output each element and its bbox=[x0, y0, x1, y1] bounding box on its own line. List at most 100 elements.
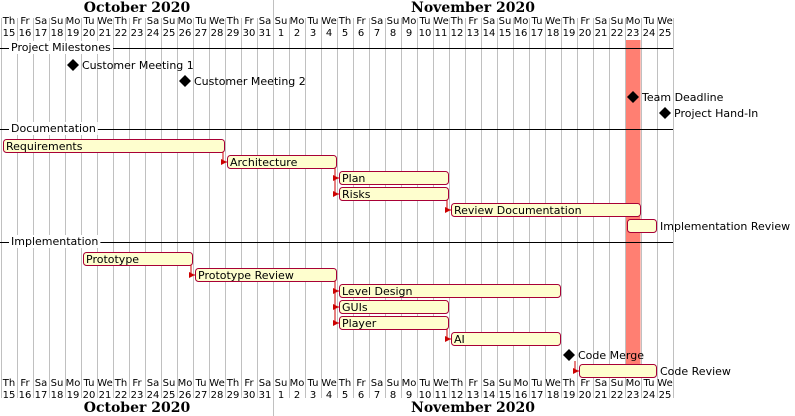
day-number-label: 24 bbox=[147, 28, 160, 39]
day-number-label: 25 bbox=[163, 28, 176, 39]
weekday-label: Su bbox=[163, 378, 176, 389]
milestone-diamond bbox=[179, 75, 191, 87]
day-number-label: 15 bbox=[499, 390, 512, 401]
day-number-label: 3 bbox=[310, 28, 316, 39]
task-bar bbox=[451, 203, 641, 217]
weekday-label: Sa bbox=[483, 16, 495, 27]
weekday-label: Sa bbox=[371, 16, 383, 27]
day-number-label: 22 bbox=[115, 28, 128, 39]
day-number-label: 27 bbox=[195, 390, 208, 401]
weekday-label: Su bbox=[275, 378, 288, 389]
section-label-backdrop bbox=[9, 122, 98, 135]
milestone-diamond bbox=[659, 107, 671, 119]
day-number-label: 10 bbox=[419, 390, 432, 401]
weekday-label: Sa bbox=[595, 378, 607, 389]
day-number-label: 7 bbox=[374, 28, 380, 39]
dependency-arrow bbox=[445, 200, 451, 213]
weekday-label: Th bbox=[114, 16, 127, 27]
dependency-arrow bbox=[189, 265, 195, 278]
task-bar bbox=[339, 187, 449, 201]
month-label-top: November 2020 bbox=[411, 0, 535, 16]
milestone-label: Code Merge bbox=[578, 349, 644, 362]
day-number-label: 28 bbox=[211, 390, 224, 401]
day-number-label: 20 bbox=[83, 28, 96, 39]
day-number-label: 24 bbox=[643, 390, 656, 401]
day-number-label: 28 bbox=[211, 28, 224, 39]
task-label: GUIs bbox=[342, 301, 368, 314]
day-number-label: 17 bbox=[531, 390, 544, 401]
weekday-label: Sa bbox=[147, 378, 159, 389]
day-number-label: 12 bbox=[451, 390, 464, 401]
task-label: Level Design bbox=[342, 285, 413, 298]
weekday-label: Th bbox=[226, 16, 239, 27]
task-label: Review Documentation bbox=[454, 204, 582, 217]
day-number-label: 17 bbox=[35, 390, 48, 401]
day-number-label: 23 bbox=[131, 28, 144, 39]
day-number-label: 11 bbox=[435, 28, 448, 39]
weekday-label: Tu bbox=[643, 378, 655, 389]
weekday-label: Tu bbox=[531, 16, 543, 27]
weekday-label: Mo bbox=[66, 378, 81, 389]
day-number-label: 12 bbox=[451, 28, 464, 39]
day-number-label: 27 bbox=[195, 28, 208, 39]
weekday-label: Mo bbox=[178, 16, 193, 27]
weekday-label: Tu bbox=[419, 16, 431, 27]
weekday-label: Sa bbox=[35, 378, 47, 389]
dependency-arrow bbox=[221, 152, 227, 165]
day-number-label: 4 bbox=[326, 28, 332, 39]
day-number-label: 21 bbox=[595, 28, 608, 39]
weekday-label: Sa bbox=[259, 16, 271, 27]
day-number-label: 26 bbox=[179, 28, 192, 39]
weekday-label: Sa bbox=[259, 378, 271, 389]
weekday-label: Su bbox=[163, 16, 176, 27]
day-number-label: 2 bbox=[294, 390, 300, 401]
day-number-label: 14 bbox=[483, 390, 496, 401]
day-number-label: 13 bbox=[467, 390, 480, 401]
section-label-backdrop bbox=[9, 41, 114, 54]
day-number-label: 19 bbox=[563, 390, 576, 401]
weekday-label: Sa bbox=[35, 16, 47, 27]
day-number-label: 19 bbox=[67, 390, 80, 401]
day-number-label: 22 bbox=[115, 390, 128, 401]
day-number-label: 31 bbox=[259, 390, 272, 401]
day-number-label: 21 bbox=[99, 28, 112, 39]
weekday-label: Mo bbox=[66, 16, 81, 27]
month-label-top: October 2020 bbox=[84, 0, 191, 16]
weekday-label: Tu bbox=[195, 16, 207, 27]
day-number-label: 17 bbox=[531, 28, 544, 39]
day-number-label: 16 bbox=[19, 390, 32, 401]
weekday-label: Fr bbox=[20, 16, 30, 27]
day-number-label: 6 bbox=[358, 390, 364, 401]
day-number-label: 29 bbox=[227, 28, 240, 39]
day-number-label: 19 bbox=[67, 28, 80, 39]
day-number-label: 16 bbox=[19, 28, 32, 39]
day-number-label: 16 bbox=[515, 28, 528, 39]
weekday-label: Mo bbox=[178, 378, 193, 389]
task-bar bbox=[339, 316, 449, 330]
day-number-label: 7 bbox=[374, 390, 380, 401]
section-label: Documentation bbox=[11, 122, 96, 135]
task-bar bbox=[195, 268, 337, 282]
day-number-label: 5 bbox=[342, 390, 348, 401]
milestone-diamond bbox=[627, 91, 639, 103]
day-number-label: 22 bbox=[611, 390, 624, 401]
day-number-label: 20 bbox=[83, 390, 96, 401]
weekday-label: Fr bbox=[468, 16, 478, 27]
day-number-label: 21 bbox=[595, 390, 608, 401]
weekday-label: We bbox=[657, 16, 672, 27]
day-number-label: 2 bbox=[294, 28, 300, 39]
weekday-label: Fr bbox=[244, 16, 254, 27]
day-number-label: 8 bbox=[390, 390, 396, 401]
weekday-label: Su bbox=[611, 378, 624, 389]
day-number-label: 22 bbox=[611, 28, 624, 39]
day-number-label: 10 bbox=[419, 28, 432, 39]
weekday-label: We bbox=[433, 378, 448, 389]
weekday-label: Th bbox=[2, 16, 15, 27]
milestone-diamond bbox=[67, 59, 79, 71]
task-bar bbox=[451, 332, 561, 346]
day-number-label: 4 bbox=[326, 390, 332, 401]
day-number-label: 23 bbox=[627, 28, 640, 39]
milestone-label: Team Deadline bbox=[641, 91, 724, 104]
